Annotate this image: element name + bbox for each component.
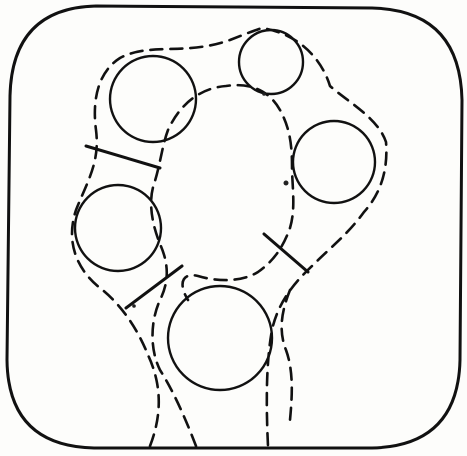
- speck-mark: [132, 304, 136, 308]
- speck-mark: [262, 92, 266, 96]
- inner-dashed-contour: [151, 85, 293, 446]
- ring-bottom: [168, 286, 272, 390]
- speck-mark: [284, 181, 289, 186]
- ring-right: [293, 121, 375, 203]
- outer-dashed-contour: [72, 28, 386, 446]
- ring-top: [239, 30, 303, 94]
- bar-upper-left: [86, 146, 160, 168]
- ring-left: [75, 185, 161, 271]
- bar-lower-left: [126, 266, 182, 308]
- ring-top-left: [110, 56, 196, 142]
